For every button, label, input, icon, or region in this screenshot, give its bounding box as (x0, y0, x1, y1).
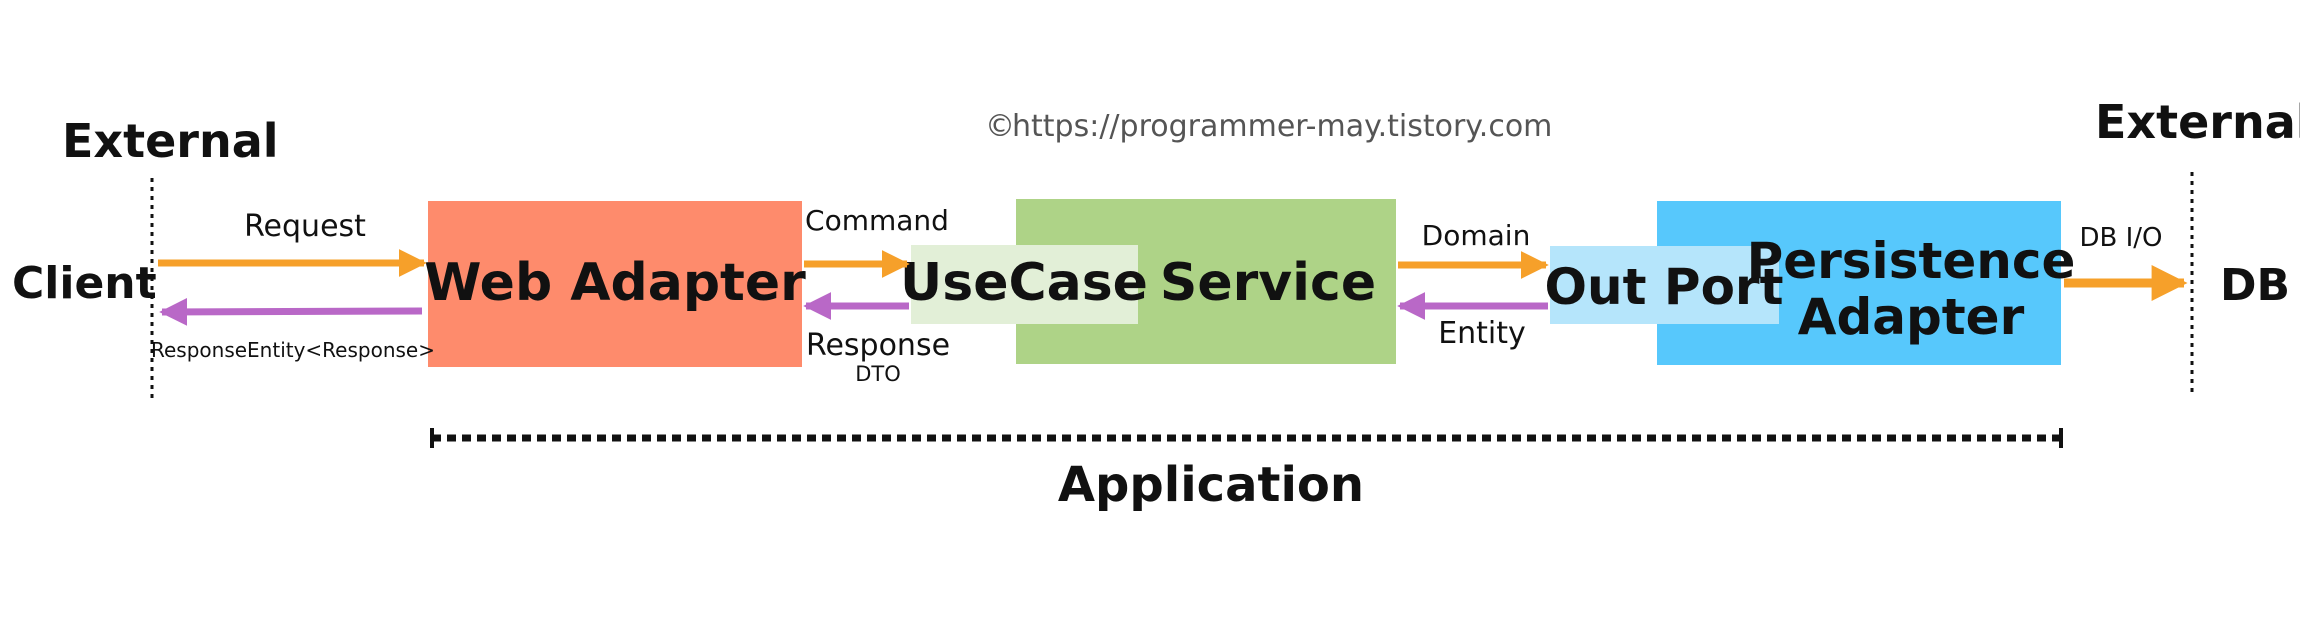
service-label: Service (1160, 253, 1376, 313)
persistence-label-line1: Persistence (1747, 232, 2076, 290)
response-entity-label: ResponseEntity<Response> (151, 338, 435, 362)
persistence-label-line2: Adapter (1798, 288, 2025, 346)
out-port-label: Out Port (1545, 258, 1784, 316)
watermark-url: https://programmer-may.tistory.com (1012, 109, 1552, 144)
command-label: Command (805, 204, 949, 237)
web-adapter-label: Web Adapter (424, 253, 806, 313)
entity-label: Entity (1438, 316, 1526, 351)
usecase-box (911, 245, 1138, 324)
right-external-label: External (2095, 95, 2300, 149)
watermark: © https://programmer-may.tistory.com (985, 109, 1552, 144)
db-io-label: DB I/O (2079, 223, 2162, 253)
request-label: Request (244, 209, 366, 244)
usecase-label: UseCase (900, 253, 1148, 313)
copyright-icon: © (985, 109, 1015, 144)
application-label: Application (1058, 457, 1364, 513)
response-label: Response (806, 328, 950, 363)
client-label: Client (12, 258, 157, 309)
web-adapter-box (428, 201, 802, 367)
db-label: DB (2220, 260, 2290, 311)
response-dto-label: DTO (855, 362, 901, 386)
left-external-label: External (62, 114, 279, 168)
out-port-box (1550, 246, 1779, 324)
response-entity-arrow (159, 297, 423, 326)
domain-label: Domain (1422, 219, 1531, 252)
